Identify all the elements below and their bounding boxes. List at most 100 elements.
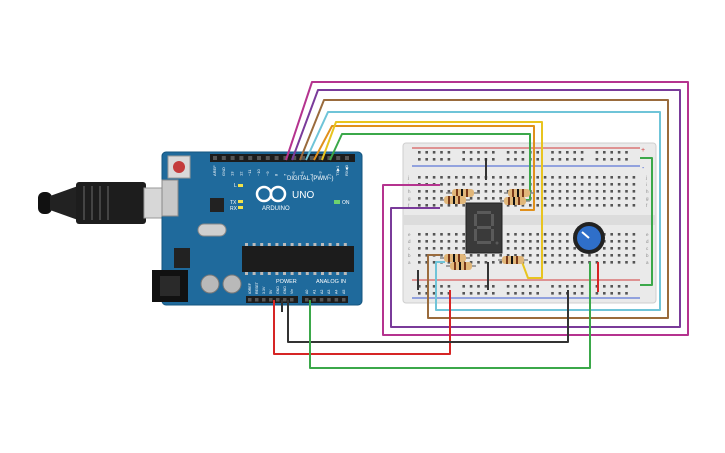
top-plus-label: +	[641, 147, 645, 154]
row-letter: a	[646, 260, 649, 265]
wire-brown[interactable]	[299, 99, 669, 319]
resistor-5[interactable]	[440, 254, 470, 262]
usb-b-jack	[161, 179, 179, 217]
model-label: UNO	[292, 190, 314, 201]
analog-pin[interactable]	[327, 298, 331, 302]
wire-purple[interactable]	[291, 89, 681, 328]
analog-pin[interactable]	[342, 298, 346, 302]
seven-segment-display[interactable]	[465, 202, 503, 254]
row-letter: e	[408, 232, 411, 237]
wire-red[interactable]	[273, 290, 451, 355]
digital-pin-label: ~9	[265, 171, 270, 176]
usb-cable[interactable]	[38, 182, 175, 224]
digital-pin-label: ~6	[291, 171, 296, 176]
resistor-4[interactable]	[500, 197, 530, 205]
resistor-1[interactable]	[446, 189, 480, 197]
wires[interactable]	[273, 81, 689, 369]
led-rx	[238, 206, 243, 209]
analog-pin-header[interactable]	[302, 296, 348, 303]
power-pin[interactable]	[262, 298, 266, 302]
power-pin-label: Vin	[290, 289, 294, 294]
resistor-7[interactable]	[498, 256, 528, 264]
wire-green-rail[interactable]	[640, 157, 653, 286]
led-rx-label: RX	[230, 206, 238, 212]
wire-cyan[interactable]	[305, 111, 661, 311]
row-letter: i	[646, 182, 647, 187]
digital-pin-header[interactable]	[210, 154, 355, 162]
wire-orange[interactable]	[313, 125, 535, 211]
digital-pin[interactable]	[301, 156, 305, 160]
analog-pin-label: A2	[320, 290, 324, 294]
on-label: ON	[342, 200, 350, 206]
row-letter: f	[646, 203, 648, 208]
digital-pin[interactable]	[292, 156, 297, 160]
power-pin-label: IOREF	[248, 282, 252, 294]
digital-pin[interactable]	[345, 156, 349, 160]
arduino-logo: ARDUINO	[255, 185, 290, 212]
resistor-3[interactable]	[440, 196, 470, 204]
potentiometer[interactable]	[573, 222, 605, 254]
reset-button-cap[interactable]	[173, 161, 185, 173]
digital-pin[interactable]	[274, 156, 279, 160]
row-letter: g	[408, 196, 411, 201]
wire-black-gnd[interactable]	[287, 290, 569, 343]
capacitor-1	[200, 274, 220, 294]
digital-pin[interactable]	[257, 156, 261, 160]
row-letter: g	[646, 196, 649, 201]
power-pin-label: RESET	[255, 281, 259, 294]
analog-pin[interactable]	[334, 298, 339, 302]
digital-pin-label: 8	[274, 173, 279, 176]
led-tx	[238, 200, 243, 203]
digital-pin[interactable]	[336, 156, 341, 160]
power-pin[interactable]	[276, 298, 280, 302]
led-l-label: L	[234, 183, 237, 189]
digital-pin-row	[213, 156, 349, 160]
digital-pin[interactable]	[309, 156, 314, 160]
digital-pin[interactable]	[213, 156, 217, 160]
digital-pin-label: 4	[309, 173, 314, 176]
power-pin[interactable]	[290, 298, 294, 302]
resistor-2[interactable]	[504, 189, 534, 197]
voltage-regulator	[174, 248, 190, 268]
digital-pin-label: 2	[326, 173, 331, 176]
wire-yellow[interactable]	[321, 121, 543, 279]
digital-pin[interactable]	[318, 156, 323, 160]
power-pin[interactable]	[248, 298, 252, 302]
arduino-uno-board[interactable]: ARDUINO UNO DIGITAL (PWM~) L TX RX ON AR…	[152, 151, 363, 306]
row-letter: c	[646, 246, 649, 251]
wire-green-top[interactable]	[329, 133, 531, 201]
led-tx-label: TX	[230, 200, 237, 206]
resistor-6[interactable]	[446, 262, 476, 270]
digital-pin[interactable]	[265, 156, 270, 160]
wire-green-analog[interactable]	[309, 262, 591, 369]
analog-pin[interactable]	[305, 298, 309, 302]
seven-segment-digits	[474, 211, 499, 245]
crystal	[197, 223, 227, 237]
digital-pin[interactable]	[248, 156, 253, 160]
power-pin[interactable]	[283, 298, 287, 302]
arduino-logo-text: ARDUINO	[262, 206, 290, 212]
digital-pin[interactable]	[327, 156, 332, 160]
usb-cable-end	[38, 192, 52, 214]
digital-pin[interactable]	[221, 156, 226, 160]
digital-pin-label: 13	[230, 171, 235, 176]
digital-pin[interactable]	[283, 156, 288, 160]
breadboard-center-channel	[403, 215, 656, 225]
analog-pin-label: A0	[305, 290, 309, 294]
digital-pin[interactable]	[230, 156, 235, 160]
analog-header-label: ANALOG IN	[316, 279, 346, 285]
atmega-chip	[242, 246, 354, 272]
row-letter: f	[408, 203, 410, 208]
analog-pin[interactable]	[319, 298, 324, 302]
power-pin[interactable]	[269, 298, 273, 302]
row-letter: d	[646, 239, 649, 244]
on-led	[334, 200, 340, 204]
row-letter: h	[646, 189, 649, 194]
wire-magenta[interactable]	[285, 81, 689, 336]
digital-pin[interactable]	[239, 156, 244, 160]
analog-pin[interactable]	[312, 298, 316, 302]
led-l	[238, 184, 243, 187]
power-pin[interactable]	[255, 298, 259, 302]
